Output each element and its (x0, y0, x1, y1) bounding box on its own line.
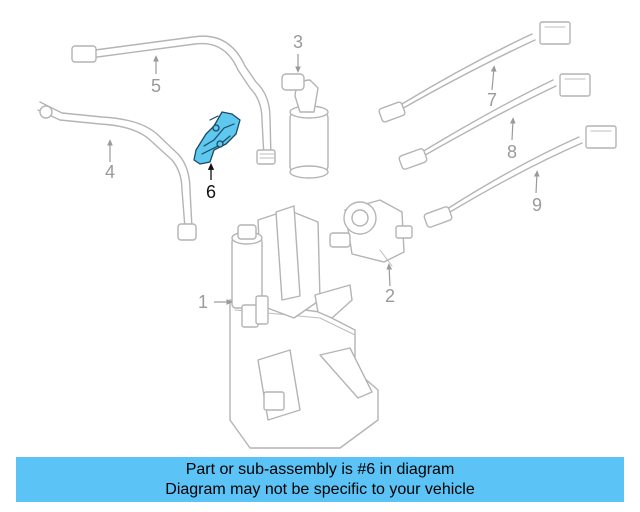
part-1-canister (229, 205, 379, 449)
caption-line-1: Part or sub-assembly is #6 in diagram (185, 461, 455, 478)
callout-8: 8 (507, 142, 517, 162)
part-9-sensor (423, 125, 617, 228)
parts-diagram: 1 2 3 4 5 6 7 8 9 (37, 21, 617, 449)
part-4-pipe (37, 101, 197, 241)
callout-4: 4 (105, 162, 115, 182)
callout-arrows (107, 54, 540, 305)
callout-5: 5 (151, 76, 161, 96)
callout-2: 2 (385, 286, 395, 306)
part-7-sensor (378, 21, 571, 123)
part-8-sensor (398, 73, 591, 170)
part-2-valve (329, 199, 413, 267)
callout-7: 7 (487, 90, 497, 110)
part-3-filter (281, 73, 329, 179)
callout-6[interactable]: 6 (206, 182, 216, 202)
part-5-hose (71, 35, 276, 165)
caption-line-2: Diagram may not be specific to your vehi… (165, 481, 475, 498)
callout-3: 3 (293, 32, 303, 52)
part-6-bracket-highlighted[interactable] (193, 111, 241, 165)
caption-banner: Part or sub-assembly is #6 in diagram Di… (16, 457, 624, 502)
callout-9: 9 (532, 195, 542, 215)
callout-1: 1 (198, 292, 208, 312)
